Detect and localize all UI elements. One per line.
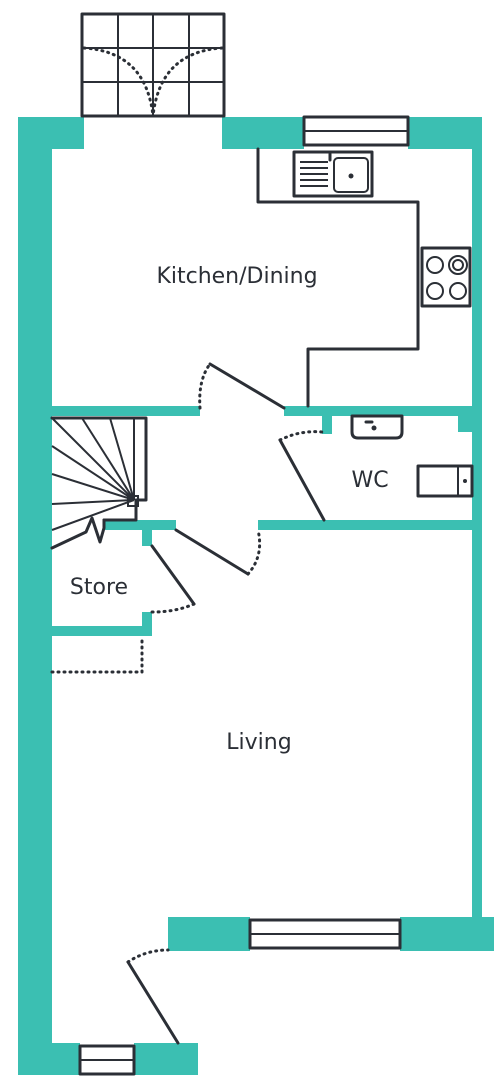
wall-stair-bottom (104, 520, 176, 530)
wall-bottom-left (18, 1043, 80, 1075)
wall-right (472, 117, 482, 917)
door-living (174, 528, 262, 576)
wc-basin-icon (350, 414, 404, 440)
wall-bay-right (400, 917, 494, 951)
hob-icon (420, 246, 472, 308)
wall-kitchen-hall-left (52, 406, 200, 416)
patio-doors (80, 12, 226, 118)
door-wc (278, 430, 326, 522)
wall-kitchen-hall-right (284, 406, 472, 416)
wall-top-right (222, 117, 304, 149)
sink-icon (292, 150, 374, 198)
window-front-door (78, 1044, 136, 1076)
wall-top-right-2 (408, 117, 480, 149)
wall-wc-stub-right (458, 406, 472, 432)
wall-store-bottom (52, 626, 152, 636)
room-label-store: Store (70, 575, 128, 600)
room-label-living: Living (226, 730, 291, 755)
window-living-bay (248, 918, 402, 950)
door-front (126, 948, 180, 1045)
door-store (150, 544, 196, 614)
window-kitchen-top (302, 115, 410, 147)
staircase (50, 416, 148, 550)
wall-store-stub (142, 612, 152, 636)
door-kitchen (198, 362, 286, 410)
wall-stair-stub (142, 520, 152, 546)
room-label-wc: WC (351, 468, 388, 493)
wall-wc-bottom (258, 520, 472, 530)
wall-bottom-right (134, 1043, 198, 1075)
wall-bay-left (168, 917, 250, 951)
wall-wc-stub-left (322, 406, 332, 434)
wall-left (18, 117, 52, 1075)
kitchen-worktop (256, 147, 420, 408)
room-label-kitchen: Kitchen/Dining (156, 264, 317, 289)
toilet-icon (416, 464, 474, 498)
walls (18, 117, 494, 1075)
understairs-outline (50, 634, 144, 674)
